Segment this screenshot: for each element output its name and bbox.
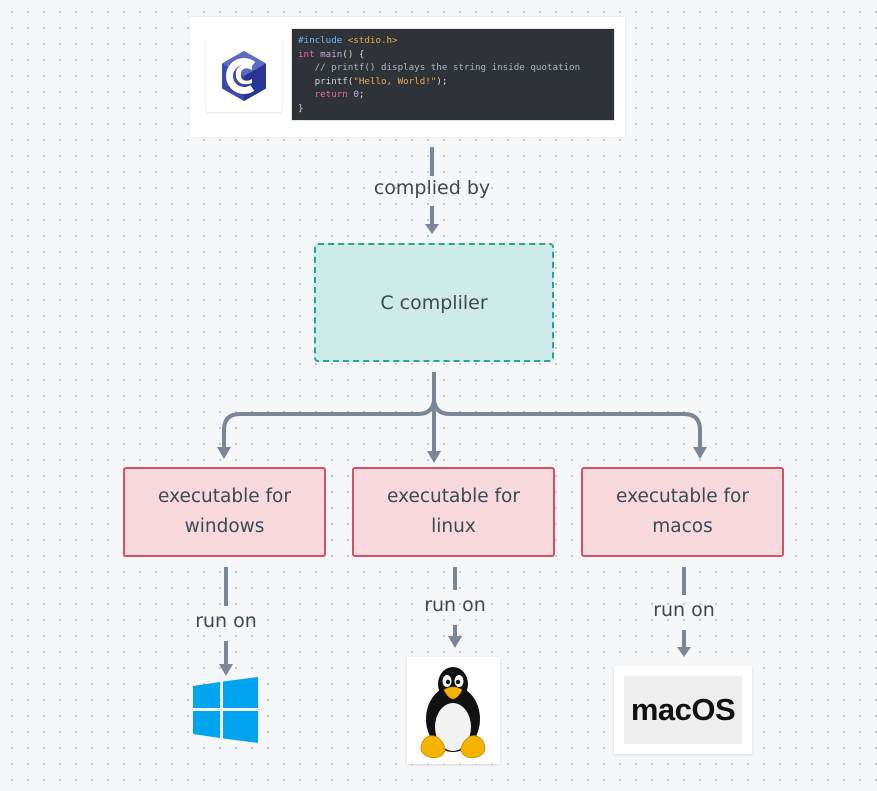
arrowhead-windows-exe bbox=[217, 447, 231, 459]
code-token: <stdio.h> bbox=[347, 35, 398, 46]
code-token: int bbox=[298, 48, 321, 60]
linux-logo-card bbox=[407, 657, 500, 764]
code-line: // printf() displays the string inside q… bbox=[298, 61, 608, 75]
code-token: return bbox=[298, 89, 354, 101]
code-snippet: #include <stdio.h>int main() { // printf… bbox=[291, 28, 615, 121]
macos-wordmark: macOS bbox=[624, 676, 742, 744]
code-token: main bbox=[320, 48, 343, 60]
arrowhead-linux-os bbox=[448, 636, 462, 648]
code-line: #include <stdio.h> bbox=[298, 34, 608, 48]
tux-penguin-icon bbox=[420, 667, 486, 759]
exe-windows-line1: executable for bbox=[158, 486, 291, 507]
code-token: 0 bbox=[353, 89, 359, 101]
exe-macos-node: executable for macos bbox=[581, 467, 784, 557]
exe-macos-line2: macos bbox=[652, 516, 713, 537]
arrowhead-linux-exe bbox=[427, 451, 441, 463]
c-language-logo: C bbox=[206, 38, 282, 112]
windows-logo-icon bbox=[193, 677, 258, 743]
code-token: () { bbox=[342, 48, 365, 60]
arrowhead-compiler bbox=[425, 224, 439, 234]
code-line: int main() { bbox=[298, 48, 608, 62]
code-token: "Hello, World!" bbox=[353, 75, 437, 87]
c-logo-letter: C bbox=[234, 61, 253, 91]
exe-macos-line1: executable for bbox=[616, 486, 749, 507]
code-token: } bbox=[298, 102, 304, 114]
label-run-on-macos: run on bbox=[653, 599, 715, 621]
code-token: ; bbox=[358, 89, 365, 101]
code-line: printf("Hello, World!"); bbox=[298, 75, 608, 89]
macos-logo-card: macOS bbox=[614, 666, 752, 754]
arrowhead-macos-os bbox=[677, 647, 691, 657]
exe-windows-node: executable for windows bbox=[123, 467, 326, 557]
arrowhead-macos-exe bbox=[693, 447, 707, 459]
exe-linux-line2: linux bbox=[431, 516, 476, 537]
arrowhead-windows-os bbox=[219, 664, 233, 676]
code-token: ); bbox=[436, 75, 448, 87]
label-run-on-windows: run on bbox=[195, 610, 257, 632]
code-token: // printf() displays the string inside q… bbox=[298, 62, 581, 74]
c-hexagon-icon: C bbox=[222, 51, 266, 101]
code-line: return 0; bbox=[298, 88, 608, 102]
code-token: printf( bbox=[298, 75, 354, 87]
label-run-on-linux: run on bbox=[424, 594, 486, 616]
label-compiled-by: complied by bbox=[373, 177, 491, 199]
exe-linux-line1: executable for bbox=[387, 486, 520, 507]
compiler-node: C compliler bbox=[314, 243, 554, 362]
compiler-label: C compliler bbox=[380, 291, 488, 314]
arrow-branch-macos bbox=[432, 397, 702, 448]
arrow-branch-windows bbox=[222, 397, 436, 448]
code-line: } bbox=[298, 102, 608, 116]
code-token: #include bbox=[298, 35, 348, 46]
exe-linux-node: executable for linux bbox=[352, 467, 555, 557]
exe-windows-line2: windows bbox=[184, 516, 265, 537]
